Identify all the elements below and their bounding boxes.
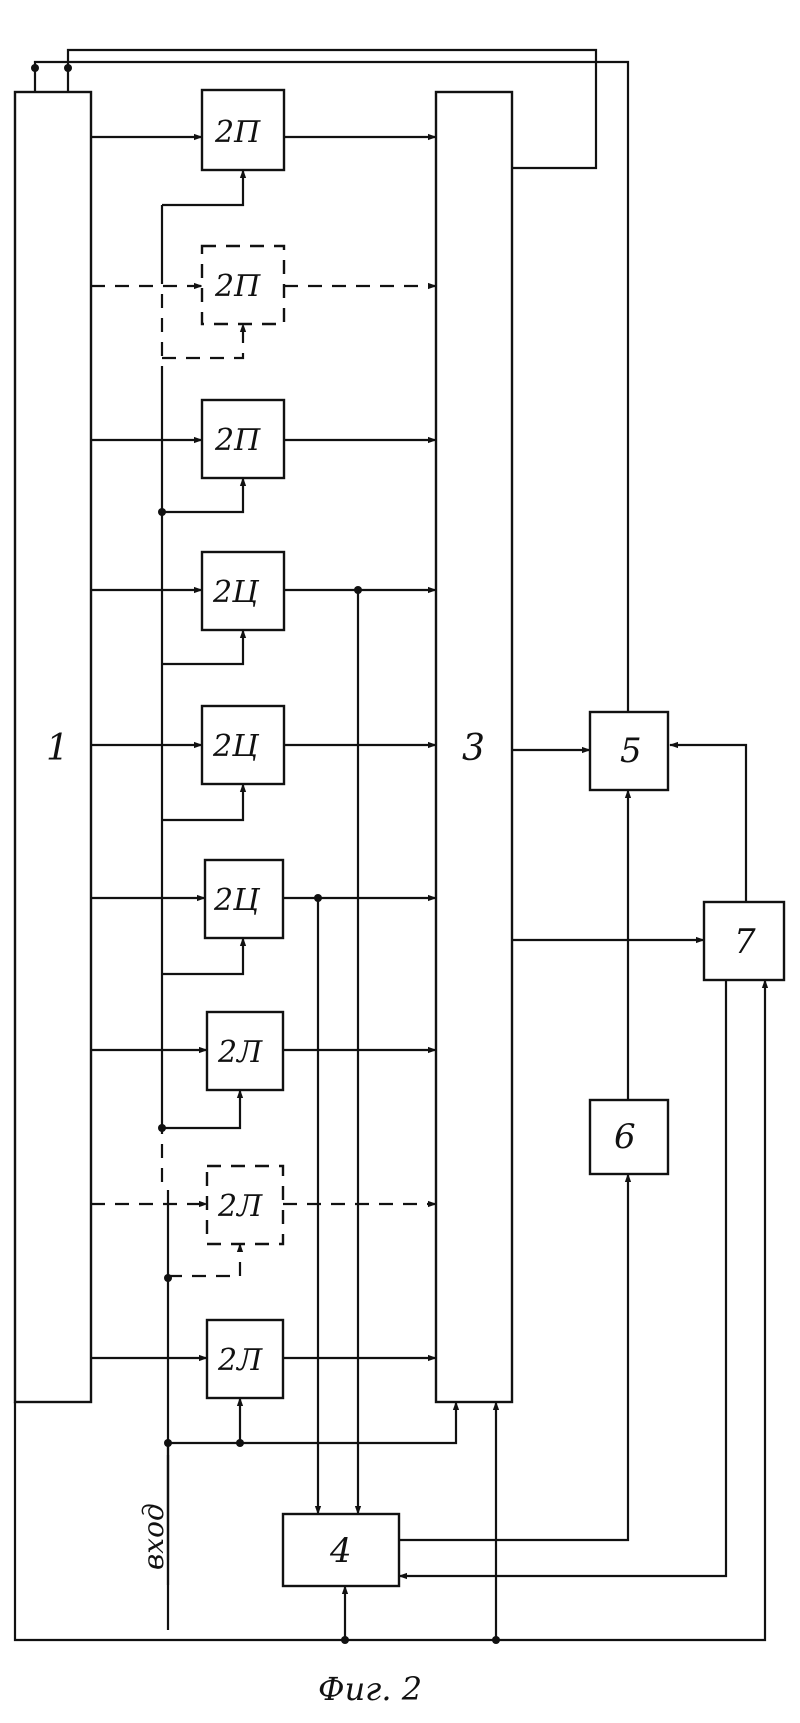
row-2l-low: 2Л (91, 1320, 436, 1443)
row-2c-low: 2Ц (91, 860, 436, 974)
block-2l-top-label: 2Л (217, 1035, 263, 1070)
row-2c-mid: 2Ц (91, 706, 436, 820)
block-2c-mid-label: 2Ц (212, 729, 260, 764)
block-2c-top-label: 2Ц (212, 575, 260, 610)
row-2p-low: 2П (91, 400, 436, 516)
row-2l-mid: 2Л (91, 1166, 436, 1282)
row-2p-mid: 2П (91, 246, 436, 358)
block-2p-top-label: 2П (214, 115, 261, 150)
block-5-label: 5 (620, 731, 642, 771)
input-label: вход (137, 1503, 170, 1570)
block-6-label: 6 (614, 1117, 636, 1157)
block-4-label: 4 (329, 1531, 352, 1571)
block-2p-low-label: 2П (214, 423, 261, 458)
taps-to-block-4 (318, 590, 358, 1514)
block-2p-mid-label: 2П (214, 269, 261, 304)
block-2l-low-label: 2Л (217, 1343, 263, 1378)
right-side-wires (15, 745, 765, 1644)
figure-caption: Фиг. 2 (318, 1670, 422, 1708)
row-2p-top: 2П (91, 90, 436, 205)
row-2l-top: 2Л (91, 1012, 436, 1132)
block-2c-low-label: 2Ц (213, 883, 261, 918)
signal-bus (162, 205, 168, 1630)
block-3-label: 3 (462, 728, 485, 769)
block-2l-mid-label: 2Л (217, 1189, 263, 1224)
block-7-label: 7 (734, 922, 756, 962)
top-feedback-wires (31, 50, 628, 712)
row-2c-top: 2Ц (91, 552, 436, 664)
block-1-label: 1 (46, 728, 69, 769)
